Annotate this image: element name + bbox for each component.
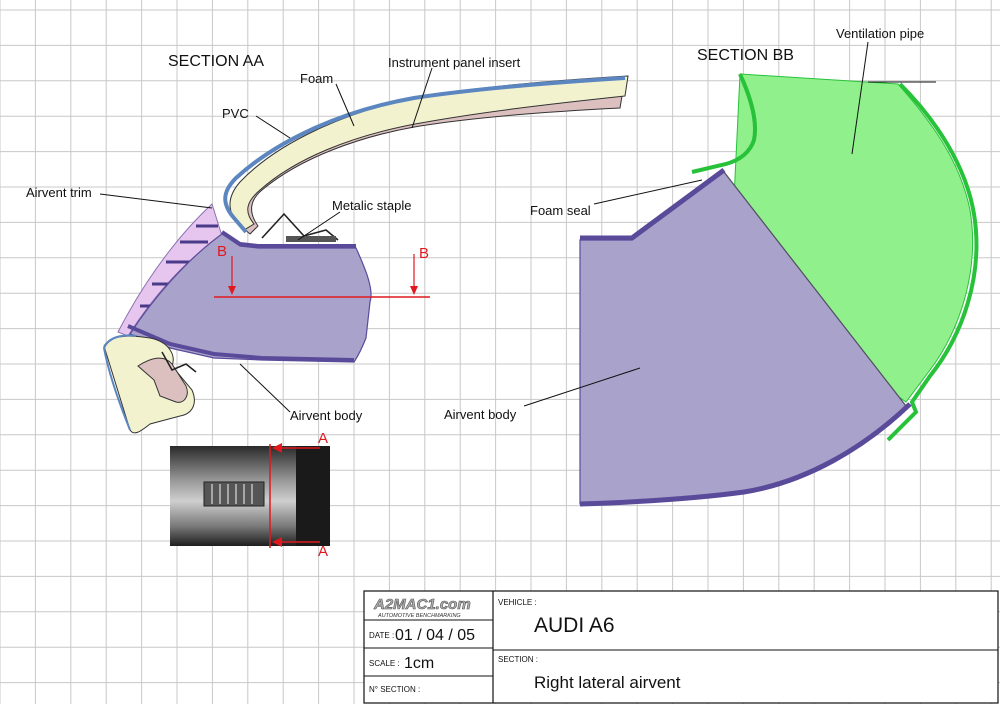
title-block: A2MAC1.com AUTOMOTIVE BENCHMARKING DATE … (363, 590, 999, 704)
section-bb: SECTION BB Ventilation pipe Foam seal Ai… (444, 26, 979, 507)
date-value: 01 / 04 / 05 (395, 627, 475, 644)
label-airvent-trim: Airvent trim (26, 185, 92, 200)
vehicle-label: VEHICLE : (498, 598, 537, 607)
scale-value: 1cm (404, 655, 434, 672)
logo-text: A2MAC1.com (373, 596, 471, 613)
dashboard-airvent-photo: A A (170, 430, 330, 560)
airvent-body-aa-top-edge (220, 230, 356, 248)
label-ventilation-pipe: Ventilation pipe (836, 26, 924, 41)
photo-louvers (211, 484, 253, 504)
label-metalic-staple: Metalic staple (332, 198, 411, 213)
airvent-body-bb-bottom-edge (579, 402, 912, 507)
ventilation-pipe-edge-right (886, 82, 979, 442)
label-airvent-body-bb: Airvent body (444, 407, 517, 422)
label-airvent-body-aa: Airvent body (290, 408, 363, 423)
section-aa: B B SECTION AA Foam Instrument panel ins… (26, 53, 629, 434)
label-instrument-panel-insert: Instrument panel insert (388, 55, 521, 70)
airvent-body-aa-bottom-edge (127, 324, 355, 362)
logo-subtext: AUTOMOTIVE BENCHMARKING (377, 613, 461, 619)
date-label: DATE : (369, 631, 394, 640)
cut-arrowhead-b-right (410, 286, 418, 295)
leaders-bb (523, 41, 869, 407)
pvc-skin (223, 76, 626, 234)
section-no-label: N° SECTION : (369, 685, 420, 694)
section-label: SECTION : (498, 655, 538, 664)
label-foam-seal: Foam seal (530, 203, 591, 218)
section-value: Right lateral airvent (534, 673, 681, 692)
a2mac1-logo (366, 593, 491, 618)
lower-clip (161, 351, 197, 373)
metalic-staple-base (286, 236, 336, 242)
scale-label: SCALE : (369, 659, 400, 668)
section-aa-title: SECTION AA (168, 53, 264, 70)
cut-marker-b-left: B (217, 243, 227, 260)
label-pvc: PVC (222, 106, 249, 121)
cut-arrowhead-a-top (272, 443, 282, 453)
airvent-body-bb-top-edge (580, 167, 726, 241)
airvent-body-aa (129, 233, 372, 363)
body-pipe-interface (723, 171, 907, 407)
ventilation-pipe-edge-left (691, 73, 757, 174)
cut-arrowhead-b-left (228, 286, 236, 295)
vehicle-value: AUDI A6 (534, 614, 615, 637)
cut-marker-b-right: B (419, 245, 429, 262)
label-foam: Foam (300, 71, 333, 86)
cut-marker-a-bottom: A (318, 543, 328, 560)
section-bb-title: SECTION BB (697, 47, 794, 64)
cut-marker-a-top: A (318, 430, 328, 447)
lower-hook-pvc (102, 334, 137, 431)
leaders-aa (99, 67, 433, 413)
cut-arrowhead-a-bottom (272, 537, 282, 547)
